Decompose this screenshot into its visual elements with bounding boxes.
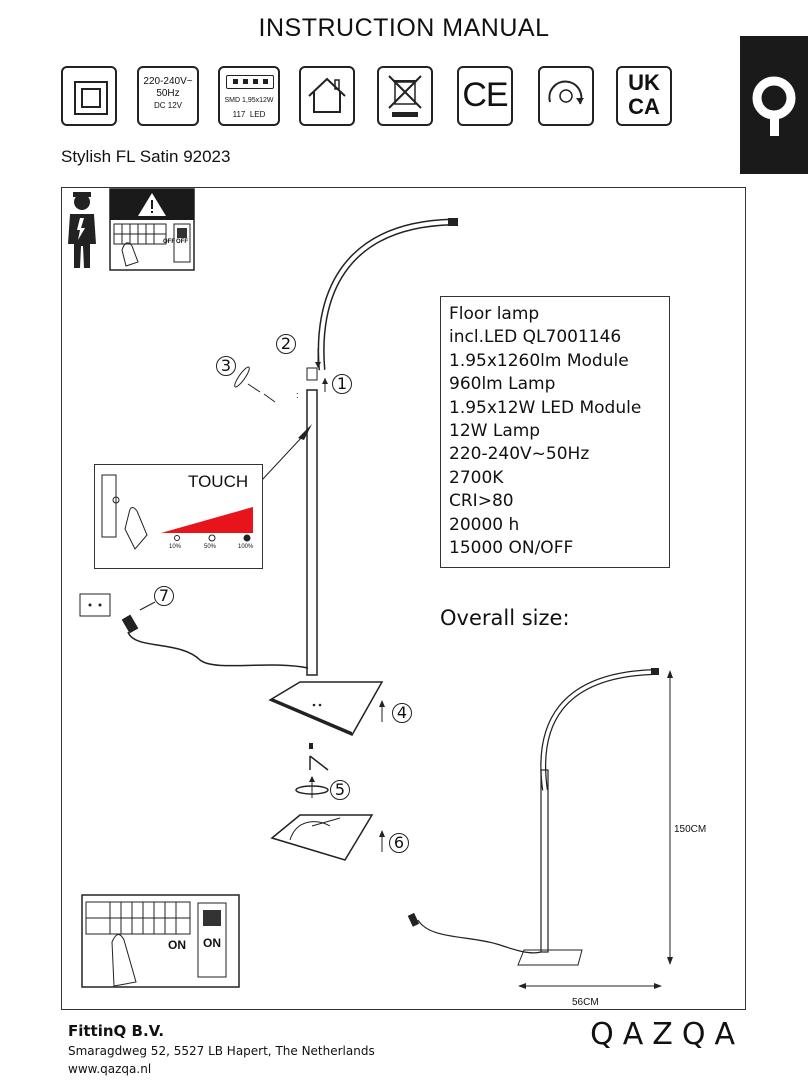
touch-dimmer-panel: TOUCH 10% 50% 100%: [94, 464, 263, 569]
weee-bin-icon: [377, 66, 433, 126]
level-10: 10%: [169, 544, 182, 550]
spec-line: 12W Lamp: [449, 421, 541, 442]
ukca-mark-icon: UK CA: [616, 66, 672, 126]
step-7-marker: 7: [154, 586, 174, 606]
overall-size-lamp: [407, 668, 659, 966]
company-name: FittinQ B.V.: [68, 1022, 165, 1040]
ce-mark-icon: CE: [457, 66, 513, 126]
main-switch-on-label: ON: [203, 936, 221, 950]
width-dimension: 56CM: [572, 997, 599, 1008]
step-4-marker: 4: [392, 703, 412, 723]
spec-line: 1.95x1260lm Module: [449, 350, 629, 371]
spec-line: 220-240V~50Hz: [449, 444, 590, 465]
overall-size-heading: Overall size:: [440, 606, 570, 630]
led-strip-icon: [226, 75, 274, 89]
touch-label: TOUCH: [188, 472, 249, 491]
indoor-use-icon: [299, 66, 355, 126]
step-1-marker: 1: [332, 374, 352, 394]
qazqa-q-icon: [752, 76, 796, 136]
voltage-rating-badge: 220-240V~ 50Hz DC 12V: [137, 66, 199, 126]
spec-line: 20000 h: [449, 514, 520, 535]
warning-switch-off-panel: [109, 188, 195, 271]
page-title: INSTRUCTION MANUAL: [258, 14, 550, 42]
spec-line: CRI>80: [449, 491, 514, 512]
main-switch-off-label: OFF: [176, 239, 188, 245]
lamp-arc: [317, 218, 458, 371]
spec-line: 15000 ON/OFF: [449, 538, 574, 559]
svg-text::: :: [296, 390, 299, 400]
spec-line: 2700K: [449, 467, 504, 488]
company-website[interactable]: www.qazqa.nl: [68, 1062, 152, 1076]
brand-tab: [740, 36, 808, 174]
led-module-badge: SMD 1,95x12W 117 LED: [218, 66, 280, 126]
switch-on-panel: [81, 894, 240, 988]
step-3-marker: 3: [216, 356, 236, 376]
lamp-pole: [306, 389, 318, 676]
height-dimension: 150CM: [674, 824, 707, 835]
breaker-off-label: OFF: [163, 239, 175, 245]
spec-line: Floor lamp: [449, 304, 540, 324]
level-100: 100%: [238, 544, 254, 550]
step-2-marker: 2: [276, 334, 296, 354]
spec-line: 960lm Lamp: [449, 374, 556, 395]
breaker-on-label: ON: [168, 938, 186, 952]
step-6-marker: 6: [389, 833, 409, 853]
allen-key-icon: [234, 366, 276, 403]
level-50: 50%: [204, 544, 217, 550]
brightness-gradient: [161, 507, 253, 533]
spec-line: incl.LED QL7001146: [449, 327, 622, 348]
electrician-icon: [68, 192, 96, 268]
dimmable-icon: [538, 66, 594, 126]
product-name: Stylish FL Satin 92023: [61, 147, 231, 166]
qazqa-logo: QAZQA: [590, 1017, 744, 1052]
spec-line: 1.95x12W LED Module: [449, 397, 642, 418]
step-5-marker: 5: [330, 780, 350, 800]
touch-hand-icon: [101, 474, 253, 550]
company-address: Smaragdweg 52, 5527 LB Hapert, The Nethe…: [68, 1044, 375, 1058]
instruction-frame: [61, 187, 746, 1010]
lamp-base: [268, 681, 384, 736]
spec-box: Floor lamp incl.LED QL7001146 1.95x1260l…: [440, 296, 670, 568]
class-ii-insulation-icon: [61, 66, 117, 126]
power-plug-icon: [79, 593, 309, 669]
